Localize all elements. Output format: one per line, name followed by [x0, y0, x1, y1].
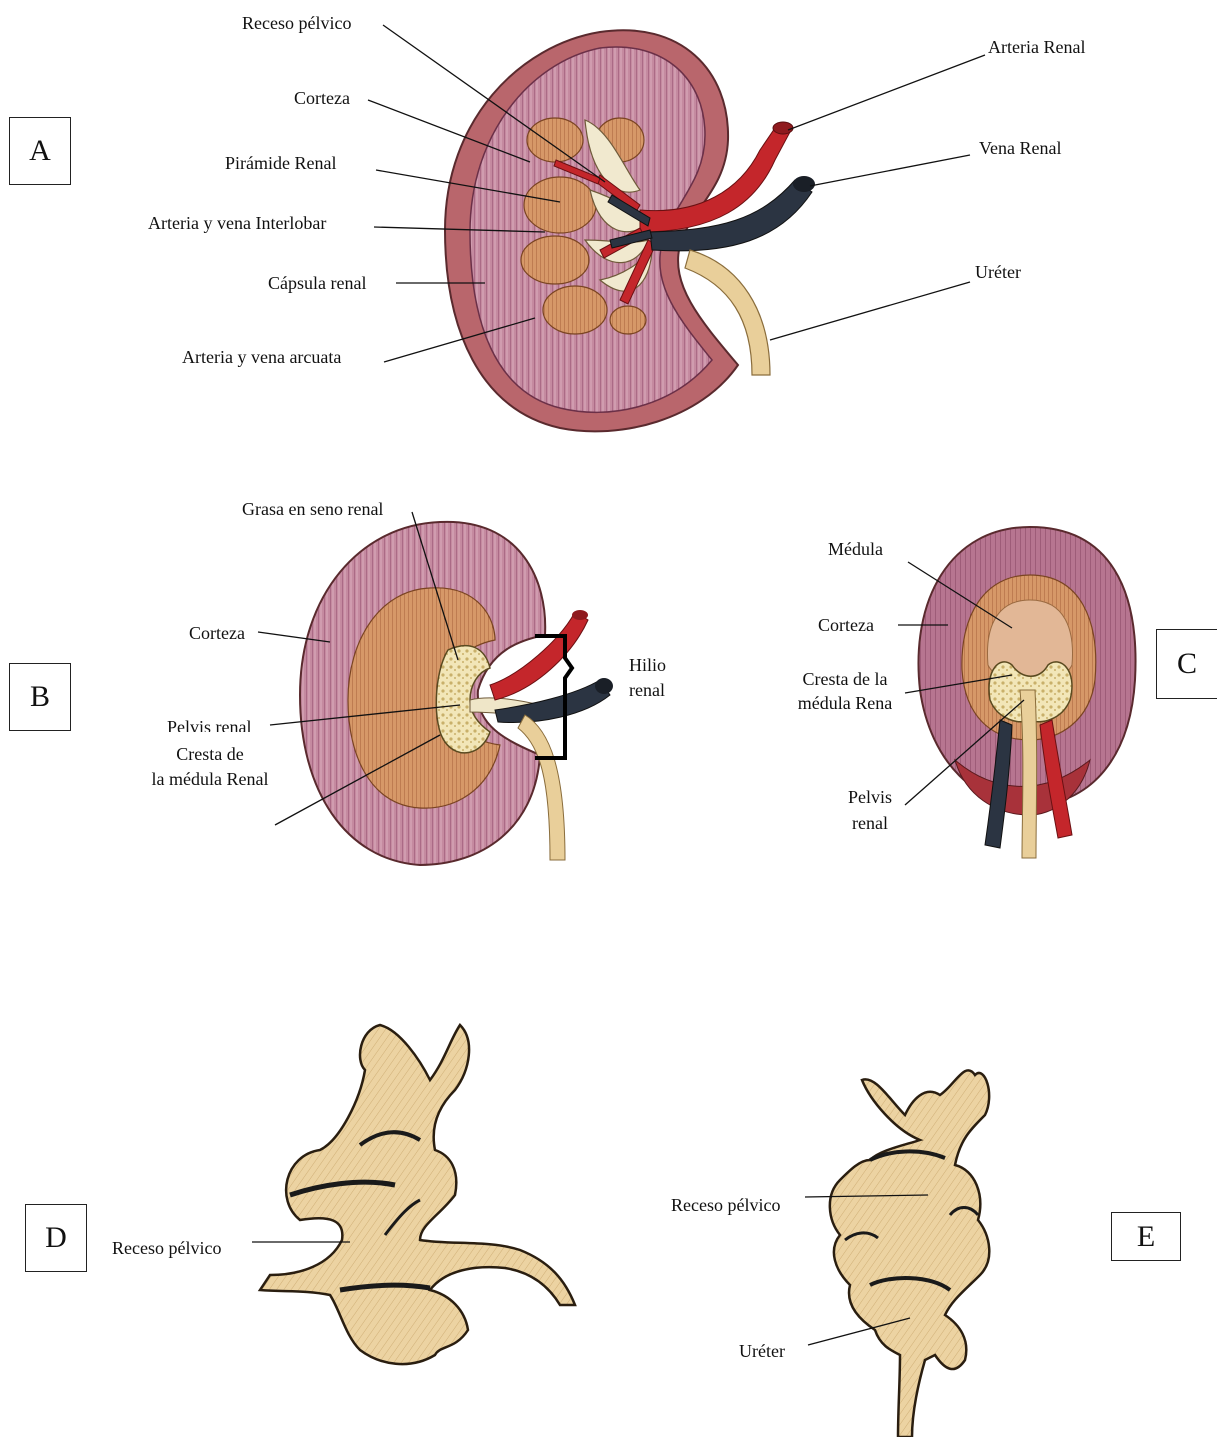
panel-e-box: E	[1111, 1212, 1181, 1261]
panel-d-box: D	[25, 1204, 87, 1272]
label-pelvis-renal-b: Pelvis renal	[167, 716, 251, 732]
panel-b-kidney	[300, 522, 613, 865]
label-grasa-seno-renal: Grasa en seno renal	[242, 498, 383, 520]
label-arteria-renal: Arteria Renal	[988, 36, 1085, 58]
label-cresta-b-line2: la médula Renal	[130, 768, 290, 790]
label-arteria-vena-interlobar: Arteria y vena Interlobar	[148, 212, 326, 234]
label-receso-pelvico-a: Receso pélvico	[242, 12, 351, 34]
panel-c-kidney	[918, 527, 1135, 858]
label-receso-pelvico-e: Receso pélvico	[671, 1194, 780, 1216]
label-corteza-a: Corteza	[294, 87, 350, 109]
label-medula-c: Médula	[828, 538, 883, 560]
panel-e-cast	[830, 1070, 989, 1437]
label-capsula-renal: Cápsula renal	[268, 272, 366, 294]
panel-b-box: B	[9, 663, 71, 731]
panel-c-box: C	[1156, 629, 1217, 699]
label-receso-pelvico-d: Receso pélvico	[112, 1237, 221, 1259]
panel-a-box: A	[9, 117, 71, 185]
label-pelvis-c-line2: renal	[830, 812, 910, 834]
label-corteza-b: Corteza	[189, 622, 245, 644]
label-arteria-vena-arcuata: Arteria y vena arcuata	[182, 346, 341, 368]
label-cresta-c-line2: médula Rena	[780, 692, 910, 714]
panel-d-cast	[260, 1025, 575, 1364]
label-cresta-c-line1: Cresta de la	[780, 668, 910, 690]
label-piramide-renal: Pirámide Renal	[225, 152, 336, 174]
label-pelvis-c-line1: Pelvis	[830, 786, 910, 808]
label-cresta-b-line1: Cresta de	[140, 743, 280, 765]
label-ureter-e: Uréter	[739, 1340, 785, 1362]
label-corteza-c: Corteza	[818, 614, 874, 636]
label-vena-renal: Vena Renal	[979, 137, 1061, 159]
label-hilio-line1: Hilio	[629, 654, 666, 676]
label-ureter-a: Uréter	[975, 261, 1021, 283]
label-hilio-line2: renal	[629, 679, 665, 701]
